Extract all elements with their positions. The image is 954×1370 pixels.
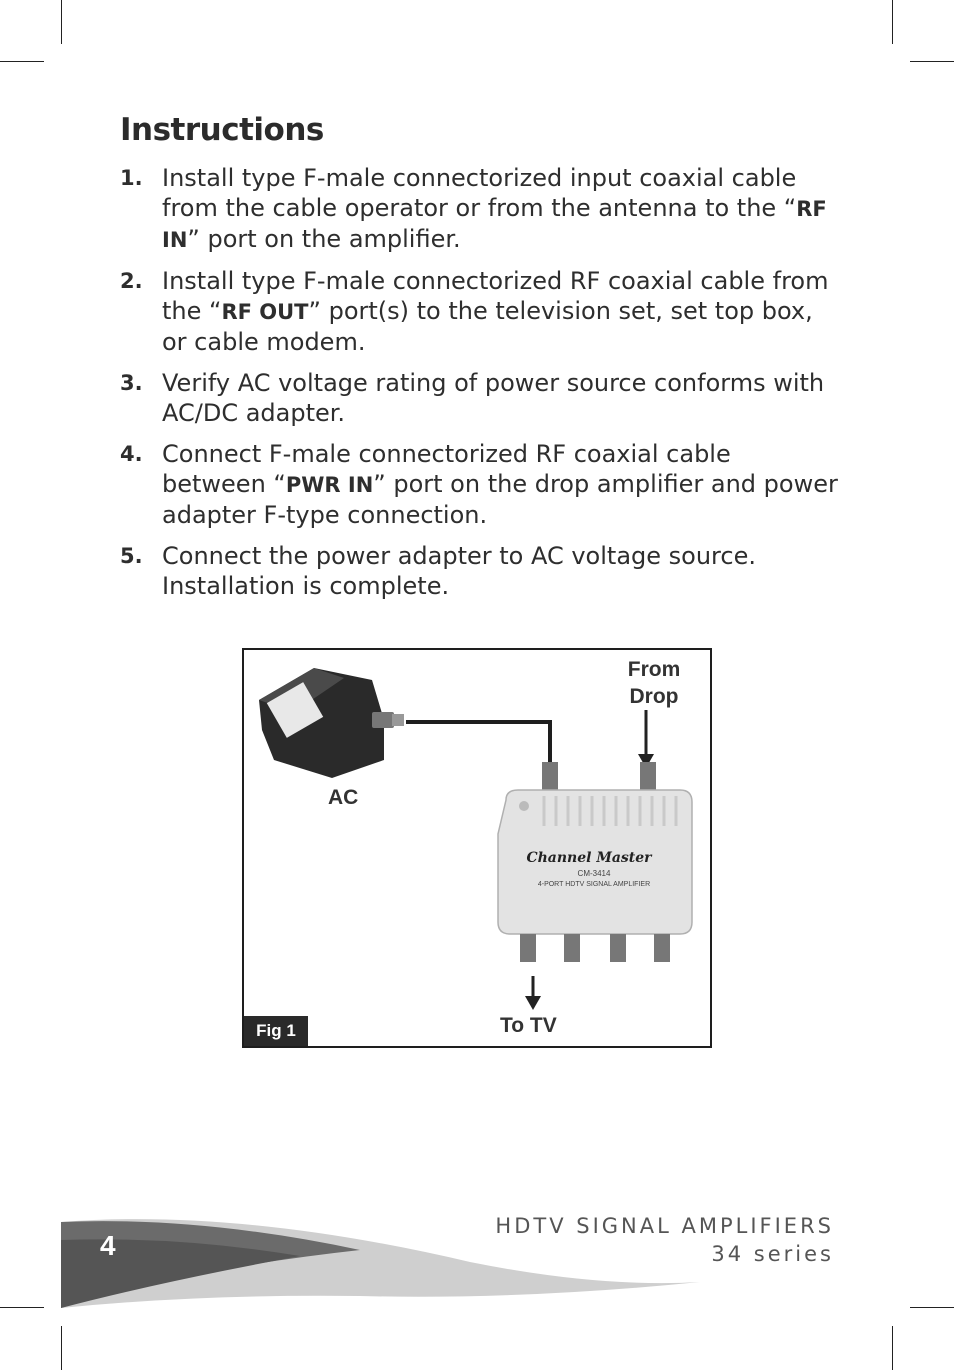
brand-logo: Channel Master bbox=[526, 850, 653, 866]
crop-mark bbox=[892, 0, 893, 44]
step-number: 1. bbox=[120, 166, 143, 190]
figure-tag: Fig 1 bbox=[244, 1016, 308, 1046]
step-text: Install type F-male connectorized RF coa… bbox=[162, 267, 829, 325]
rf-out-connector bbox=[610, 934, 626, 962]
step-text: ” port on the amplifier. bbox=[187, 225, 461, 253]
running-footer: HDTV SIGNAL AMPLIFIERS 34 series bbox=[495, 1212, 834, 1268]
step-number: 2. bbox=[120, 269, 143, 293]
rf-out-connector bbox=[520, 934, 536, 962]
instruction-step: 1. Install type F-male connectorized inp… bbox=[120, 163, 840, 255]
rf-out-connector bbox=[654, 934, 670, 962]
instruction-step: 3. Verify AC voltage rating of power sou… bbox=[120, 368, 840, 428]
page-title: Instructions bbox=[120, 112, 324, 148]
from-drop-label: From Drop bbox=[604, 656, 704, 710]
ac-label: AC bbox=[328, 786, 359, 809]
step-number: 4. bbox=[120, 442, 143, 466]
crop-mark bbox=[0, 61, 44, 62]
step-port-name: RF OUT bbox=[221, 300, 309, 324]
step-text: Verify AC voltage rating of power source… bbox=[162, 369, 825, 427]
instruction-step: 2. Install type F-male connectorized RF … bbox=[120, 266, 840, 357]
amp-model: CM-3414 bbox=[578, 869, 611, 878]
crop-mark bbox=[910, 61, 954, 62]
pwr-in-connector bbox=[542, 762, 558, 794]
step-text: ” port(s) to the television set, set top… bbox=[162, 297, 813, 356]
to-tv-label: To TV bbox=[500, 1014, 557, 1037]
crop-mark bbox=[61, 1326, 62, 1370]
crop-mark bbox=[892, 1326, 893, 1370]
rf-in-connector bbox=[640, 762, 656, 794]
crop-mark bbox=[61, 0, 62, 44]
step-port-name: PWR IN bbox=[285, 473, 374, 497]
from-label: From bbox=[627, 658, 681, 681]
crop-mark bbox=[0, 1307, 44, 1308]
footer-series-line: 34 series bbox=[711, 1242, 834, 1266]
instruction-list: 1. Install type F-male connectorized inp… bbox=[120, 163, 840, 612]
wiring-diagram: Channel Master CM-3414 4-PORT HDTV SIGNA… bbox=[259, 668, 693, 1010]
step-number: 5. bbox=[120, 544, 143, 568]
amp-model-desc: 4-PORT HDTV SIGNAL AMPLIFIER bbox=[538, 881, 650, 888]
step-number: 3. bbox=[120, 371, 143, 395]
connection-figure: Channel Master CM-3414 4-PORT HDTV SIGNA… bbox=[242, 648, 712, 1048]
power-cable bbox=[406, 720, 552, 770]
step-text: Install type F-male connectorized input … bbox=[162, 164, 797, 222]
crop-mark bbox=[910, 1307, 954, 1308]
instruction-step: 5. Connect the power adapter to AC volta… bbox=[120, 541, 840, 601]
step-text: Connect the power adapter to AC voltage … bbox=[162, 542, 756, 600]
step-text: ” port on the drop amplifier and power a… bbox=[162, 470, 838, 529]
step-port-name: RF IN bbox=[162, 197, 827, 252]
page-number: 4 bbox=[100, 1230, 116, 1261]
step-text: Connect F-male connectorized RF coaxial … bbox=[162, 440, 731, 498]
footer-title-line: HDTV SIGNAL AMPLIFIERS bbox=[495, 1214, 834, 1238]
instruction-step: 4. Connect F-male connectorized RF coaxi… bbox=[120, 439, 840, 530]
rf-out-connector bbox=[564, 934, 580, 962]
drop-label: Drop bbox=[629, 685, 679, 708]
ac-adapter-image bbox=[259, 668, 404, 778]
amplifier-image bbox=[497, 789, 693, 935]
